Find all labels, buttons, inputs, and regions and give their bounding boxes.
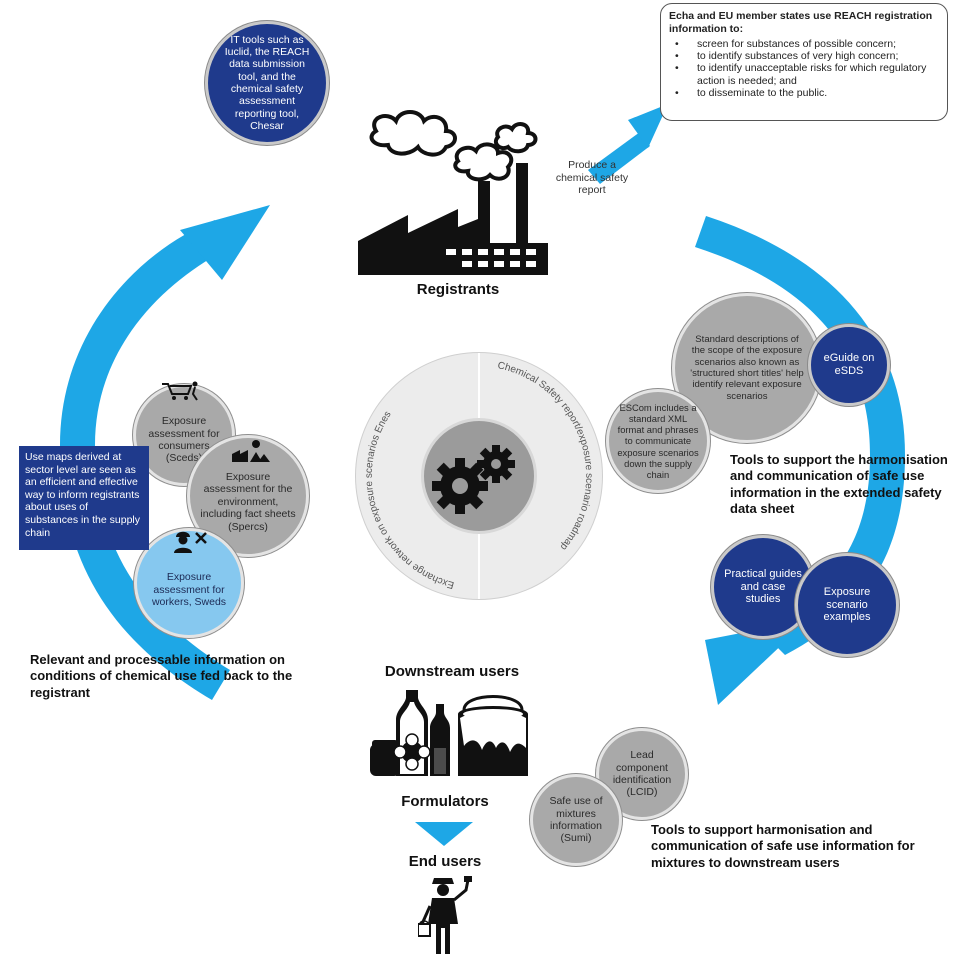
- reach-box-item: to identify substances of very high conc…: [675, 50, 939, 63]
- gears-icon: [432, 445, 515, 514]
- end-users-label: End users: [408, 853, 482, 870]
- eguide-text: eGuide on eSDS: [823, 352, 875, 377]
- escom-text: ESCom includes a standard XML format and…: [617, 402, 699, 480]
- shopping-cart-icon: [162, 381, 198, 401]
- sumi-circle: Safe use of mixtures information (Sumi): [530, 774, 622, 866]
- registrants-label: Registrants: [416, 281, 500, 298]
- report-arrow-head: [628, 104, 668, 148]
- standard-descriptions-circle: Standard descriptions of the scope of th…: [672, 293, 822, 443]
- escom-circle: ESCom includes a standard XML format and…: [606, 389, 710, 493]
- produce-report-text: Produce a chemical safety report: [555, 159, 629, 197]
- painter-icon: [418, 876, 472, 954]
- reach-info-box: Echa and EU member states use REACH regi…: [660, 3, 948, 121]
- left-arrow-band: [60, 220, 230, 700]
- exposure-examples-text: Exposure scenario examples: [823, 585, 871, 624]
- lcid-text: Lead component identification (LCID): [612, 749, 672, 799]
- practical-guides-text: Practical guides and case studies: [724, 567, 802, 606]
- formulators-label: Formulators: [401, 793, 489, 810]
- hub-center: [421, 418, 537, 534]
- report-arrow-band: [588, 132, 650, 184]
- tools-mixtures-text: Tools to support harmonisation and commu…: [651, 822, 915, 870]
- factory-icon: [358, 110, 548, 275]
- use-maps-box: Use maps derived at sector level are see…: [19, 446, 149, 550]
- tools-sds-text: Tools to support the harmonisation and c…: [730, 452, 948, 516]
- right-arrow-head: [705, 620, 808, 705]
- left-arrow-head: [180, 205, 270, 280]
- eguide-circle: eGuide on eSDS: [808, 324, 890, 406]
- worker-icon: [174, 531, 207, 553]
- workers-circle: Exposure assessment for workers, Sweds: [134, 528, 244, 638]
- use-maps-text: Use maps derived at sector level are see…: [25, 451, 140, 539]
- reach-box-item: screen for substances of possible concer…: [675, 38, 939, 51]
- reach-box-list: screen for substances of possible concer…: [669, 38, 939, 100]
- down-arrow: [415, 822, 473, 846]
- it-tools-text: IT tools such as Iuclid, the REACH data …: [224, 33, 310, 133]
- downstream-users-label: Downstream users: [384, 663, 520, 680]
- reach-box-item: to identify unacceptable risks for which…: [675, 62, 939, 87]
- downstream-products-icon: [370, 690, 528, 776]
- reach-box-item: to disseminate to the public.: [675, 87, 939, 100]
- reach-box-title: Echa and EU member states use REACH regi…: [669, 10, 933, 35]
- sumi-text: Safe use of mixtures information (Sumi): [549, 795, 603, 845]
- it-tools-circle: IT tools such as Iuclid, the REACH data …: [205, 21, 329, 145]
- relevant-info-text: Relevant and processable information on …: [30, 652, 293, 700]
- environment-text: Exposure assessment for the environment,…: [200, 471, 296, 533]
- consumers-text: Exposure assessment for consumers (Sceds…: [148, 415, 220, 465]
- environment-icon: [232, 440, 270, 462]
- standard-descriptions-text: Standard descriptions of the scope of th…: [690, 334, 804, 402]
- exposure-examples-circle: Exposure scenario examples: [795, 553, 899, 657]
- workers-text: Exposure assessment for workers, Sweds: [151, 571, 227, 609]
